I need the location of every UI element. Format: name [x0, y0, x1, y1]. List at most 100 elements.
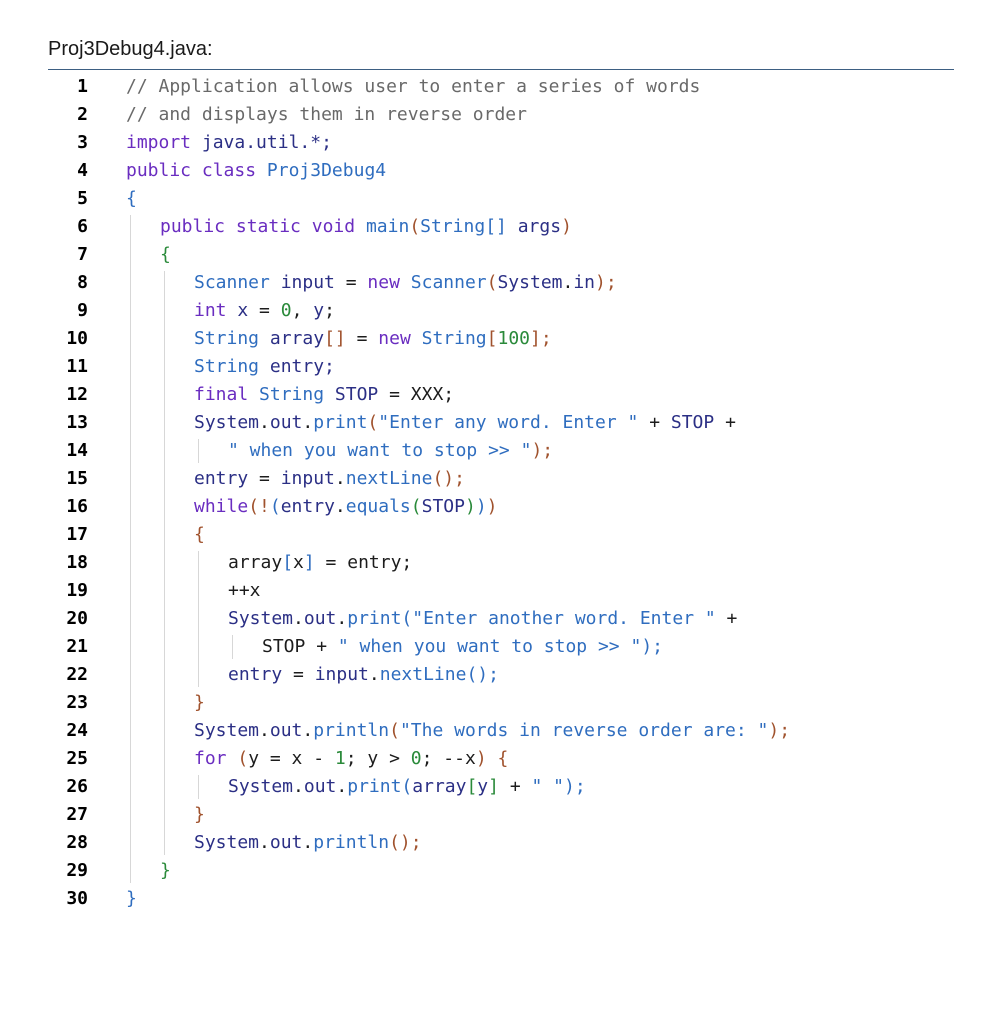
file-title: Proj3Debug4.java: [48, 38, 213, 60]
code-token: " " [531, 776, 565, 797]
code-token: nextLine [345, 468, 433, 489]
code-line: 14 " when you want to stop >> "); [48, 437, 954, 465]
code-token: } [126, 888, 137, 909]
code-token: [] [485, 216, 507, 237]
code-token: ( [409, 216, 421, 237]
line-number: 24 [66, 720, 88, 741]
line-number: 5 [77, 188, 88, 209]
code-token: System [228, 776, 294, 797]
code-token [259, 328, 270, 349]
code-token: ); [641, 636, 663, 657]
line-number: 9 [77, 300, 88, 321]
code-token: } [194, 692, 205, 713]
code-text: ++x [228, 577, 261, 605]
code-token [248, 384, 259, 405]
code-token: print [313, 412, 368, 433]
code-token: array [228, 552, 283, 573]
code-token: y [477, 776, 489, 797]
code-token: . [368, 664, 380, 685]
code-text: array[x] = entry; [228, 549, 412, 577]
indent-guide [232, 635, 233, 659]
code-token [355, 216, 366, 237]
code-token: . [259, 412, 270, 433]
code-token: = [248, 468, 281, 489]
code-token: ); [595, 272, 617, 293]
code-line: 30} [48, 885, 954, 913]
code-token: void [311, 216, 356, 237]
code-token: y [313, 300, 325, 321]
code-token: . [334, 468, 346, 489]
code-token: STOP [262, 636, 306, 657]
code-text: // Application allows user to enter a se… [126, 73, 700, 101]
code-text: System.out.println(); [194, 829, 422, 857]
code-text: import java.util.*; [126, 129, 332, 157]
line-number: 27 [66, 804, 88, 825]
code-token: } [194, 804, 205, 825]
code-token: = [334, 272, 368, 293]
code-token: print [347, 608, 402, 629]
code-token: { [194, 524, 205, 545]
code-token: = XXX; [378, 384, 455, 405]
code-text: System.out.println("The words in reverse… [194, 717, 790, 745]
code-token [259, 356, 270, 377]
code-text: STOP + " when you want to stop >> "); [262, 633, 663, 661]
code-text: int x = 0, y; [194, 297, 335, 325]
code-token: 0 [410, 748, 422, 769]
code-text: public static void main(String[] args) [160, 213, 572, 241]
code-line: 1 // Application allows user to enter a s… [48, 73, 954, 101]
code-line: 24 System.out.println("The words in rever… [48, 717, 954, 745]
code-token [411, 328, 422, 349]
code-token [256, 160, 267, 181]
code-token: . [336, 776, 348, 797]
line-number: 14 [66, 440, 88, 461]
code-token [270, 272, 281, 293]
line-number: 30 [66, 888, 88, 909]
code-token: public [160, 216, 226, 237]
code-token: in [573, 272, 596, 293]
code-token: + [714, 412, 736, 433]
code-token: print [347, 776, 402, 797]
indent-guide [198, 439, 199, 463]
code-token: ) [561, 216, 572, 237]
code-line: 17{ [48, 521, 954, 549]
line-number: 11 [66, 356, 88, 377]
code-token: ] [488, 776, 499, 797]
code-token: out [303, 608, 337, 629]
line-number: 3 [77, 132, 88, 153]
code-token: ( [486, 272, 498, 293]
code-token: ( [401, 776, 413, 797]
code-token: ; --x [421, 748, 476, 769]
code-token: Scanner [194, 272, 270, 293]
code-token: STOP [334, 384, 379, 405]
code-text: public class Proj3Debug4 [126, 157, 386, 185]
code-token: ); [531, 440, 554, 461]
code-token: Scanner [410, 272, 487, 293]
code-token: array [269, 328, 325, 349]
code-token: " when you want to stop >> " [228, 440, 532, 461]
code-token: x [293, 552, 304, 573]
code-token: out [303, 776, 337, 797]
code-text: Scanner input = new Scanner(System.in); [194, 269, 617, 297]
indent-guide [130, 215, 131, 883]
line-number: 8 [77, 272, 88, 293]
line-number: 16 [66, 496, 88, 517]
code-token: import [126, 132, 192, 153]
code-token: ++x [228, 580, 261, 601]
code-token: System [228, 608, 294, 629]
line-number: 26 [66, 776, 88, 797]
code-token: Proj3Debug4 [266, 160, 387, 181]
code-token: java.util.*; [201, 132, 332, 153]
line-number: 1 [77, 76, 88, 97]
code-token: System [194, 720, 260, 741]
code-token: { [486, 748, 509, 769]
code-token: public [126, 160, 192, 181]
code-token: . [302, 720, 314, 741]
code-token: [] [324, 328, 346, 349]
